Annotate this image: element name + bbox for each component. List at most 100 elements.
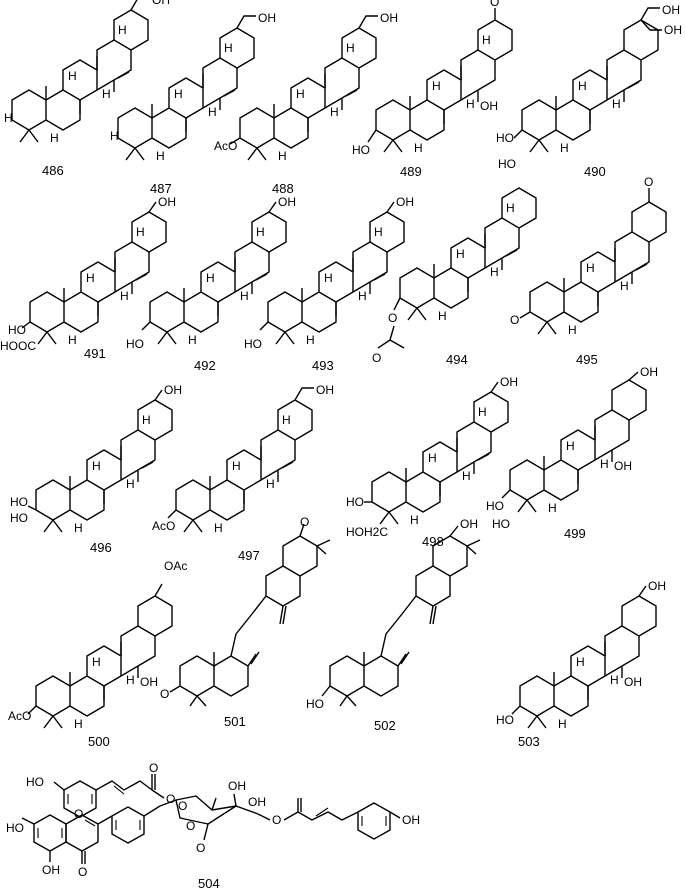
label-ho: HO (6, 821, 24, 835)
label-h: H (50, 131, 59, 145)
label-oh: OH (614, 459, 632, 473)
label-h: H (620, 279, 629, 293)
label-oh: OH (152, 0, 170, 7)
label-h: H (282, 413, 291, 427)
label-h: H (346, 41, 355, 55)
label-hoh2c: HOH2C (346, 525, 388, 539)
compound-496: OH H H H HO HO H 496 (10, 383, 182, 555)
label-ho: HO (8, 323, 26, 337)
label-oh: OH (158, 195, 176, 209)
label-oh: OH (396, 195, 414, 209)
compound-500: OAc H H OH AcO H 500 (8, 559, 187, 749)
label-h: H (358, 289, 367, 303)
label-ho: HO (496, 713, 514, 727)
compound-498: OH H H H HO HOH2C H 498 (346, 375, 518, 549)
label-h: H (240, 289, 249, 303)
label-ho: HO (352, 143, 370, 157)
label-h: H (156, 149, 165, 163)
compound-number: 497 (238, 548, 260, 563)
compound-number: 486 (42, 163, 64, 178)
label-h: H (102, 87, 111, 101)
label-carbonyl-o: O (149, 761, 158, 775)
label-h: H (224, 41, 233, 55)
label-h: H (306, 333, 315, 347)
label-h: H (490, 265, 499, 279)
label-h: H (438, 309, 447, 323)
label-oh: OH (460, 517, 478, 531)
label-ho: HO (486, 499, 504, 513)
compound-487: OH H H H H H 487 (110, 11, 276, 196)
label-h: H (414, 141, 423, 155)
compound-488: OH H H H AcO H 488 (214, 11, 398, 196)
label-oac: OAc (164, 559, 187, 573)
label-oh: OH (164, 383, 182, 397)
label-ho: HO (346, 495, 364, 509)
label-ho: HO (126, 337, 144, 351)
label-h: H (68, 69, 77, 83)
compound-number: 503 (518, 734, 540, 749)
label-h: H (110, 129, 119, 143)
label-ester-o: O (166, 792, 175, 806)
label-carbonyl-o: O (78, 865, 87, 879)
compound-503: OH H H OH HO H 503 (496, 579, 666, 749)
label-oh: OH (402, 813, 420, 827)
label-h: H (578, 79, 587, 93)
label-h: H (74, 717, 83, 731)
label-h: H (232, 459, 241, 473)
label-aco: AcO (8, 709, 31, 723)
label-ester-o: O (388, 311, 397, 325)
label-ketone-o: O (300, 515, 309, 529)
label-h: H (576, 655, 585, 669)
compound-number: 491 (84, 346, 106, 361)
compound-number: 488 (272, 181, 294, 196)
label-h: H (174, 87, 183, 101)
compound-number: 496 (90, 540, 112, 555)
label-h: H (428, 451, 437, 465)
compound-number: 487 (150, 181, 172, 196)
compound-number: 490 (584, 164, 606, 179)
label-h: H (208, 105, 217, 119)
label-h: H (136, 225, 145, 239)
label-h: H (118, 23, 127, 37)
label-oh: OH (140, 675, 158, 689)
label-ho: HO (492, 517, 510, 531)
label-h: H (4, 111, 13, 125)
label-h: H (560, 141, 569, 155)
label-ho: HO (306, 697, 324, 711)
label-ho: HO (10, 511, 28, 525)
compound-499: OH H H OH HO HO H 499 (486, 365, 658, 541)
label-h: H (68, 333, 77, 347)
compound-number: 489 (400, 164, 422, 179)
label-h: H (126, 673, 135, 687)
label-h: H (206, 271, 215, 285)
label-h: H (456, 247, 465, 261)
label-ring-o: O (186, 819, 195, 833)
label-oh: OH (662, 3, 680, 17)
label-ketone-o: O (644, 175, 653, 189)
compound-491: OH H H H HO HOOC H 491 (0, 195, 176, 361)
label-ring-o: O (196, 841, 205, 855)
label-h: H (296, 87, 305, 101)
label-h: H (612, 97, 621, 111)
label-ketone-o: O (160, 687, 169, 701)
label-h: H (482, 33, 491, 47)
label-h: H (586, 261, 595, 275)
compound-number: 494 (446, 352, 468, 367)
label-h: H (256, 225, 265, 239)
compound-number: 492 (194, 358, 216, 373)
label-glycosidic-o: O (178, 799, 187, 813)
label-h: H (506, 201, 515, 215)
label-aco: AcO (214, 139, 237, 153)
compound-number: 499 (564, 526, 586, 541)
label-ring-o: O (74, 807, 83, 821)
label-oh: OH (258, 11, 276, 25)
label-oh: OH (480, 99, 498, 113)
compound-number: 504 (198, 876, 220, 891)
compound-number: 498 (422, 534, 444, 549)
label-h: H (266, 477, 275, 491)
compound-493: OH H H H HO H 493 (244, 195, 414, 373)
compound-number: 501 (224, 714, 246, 729)
compound-486: OH H H H H H 486 (4, 0, 170, 178)
